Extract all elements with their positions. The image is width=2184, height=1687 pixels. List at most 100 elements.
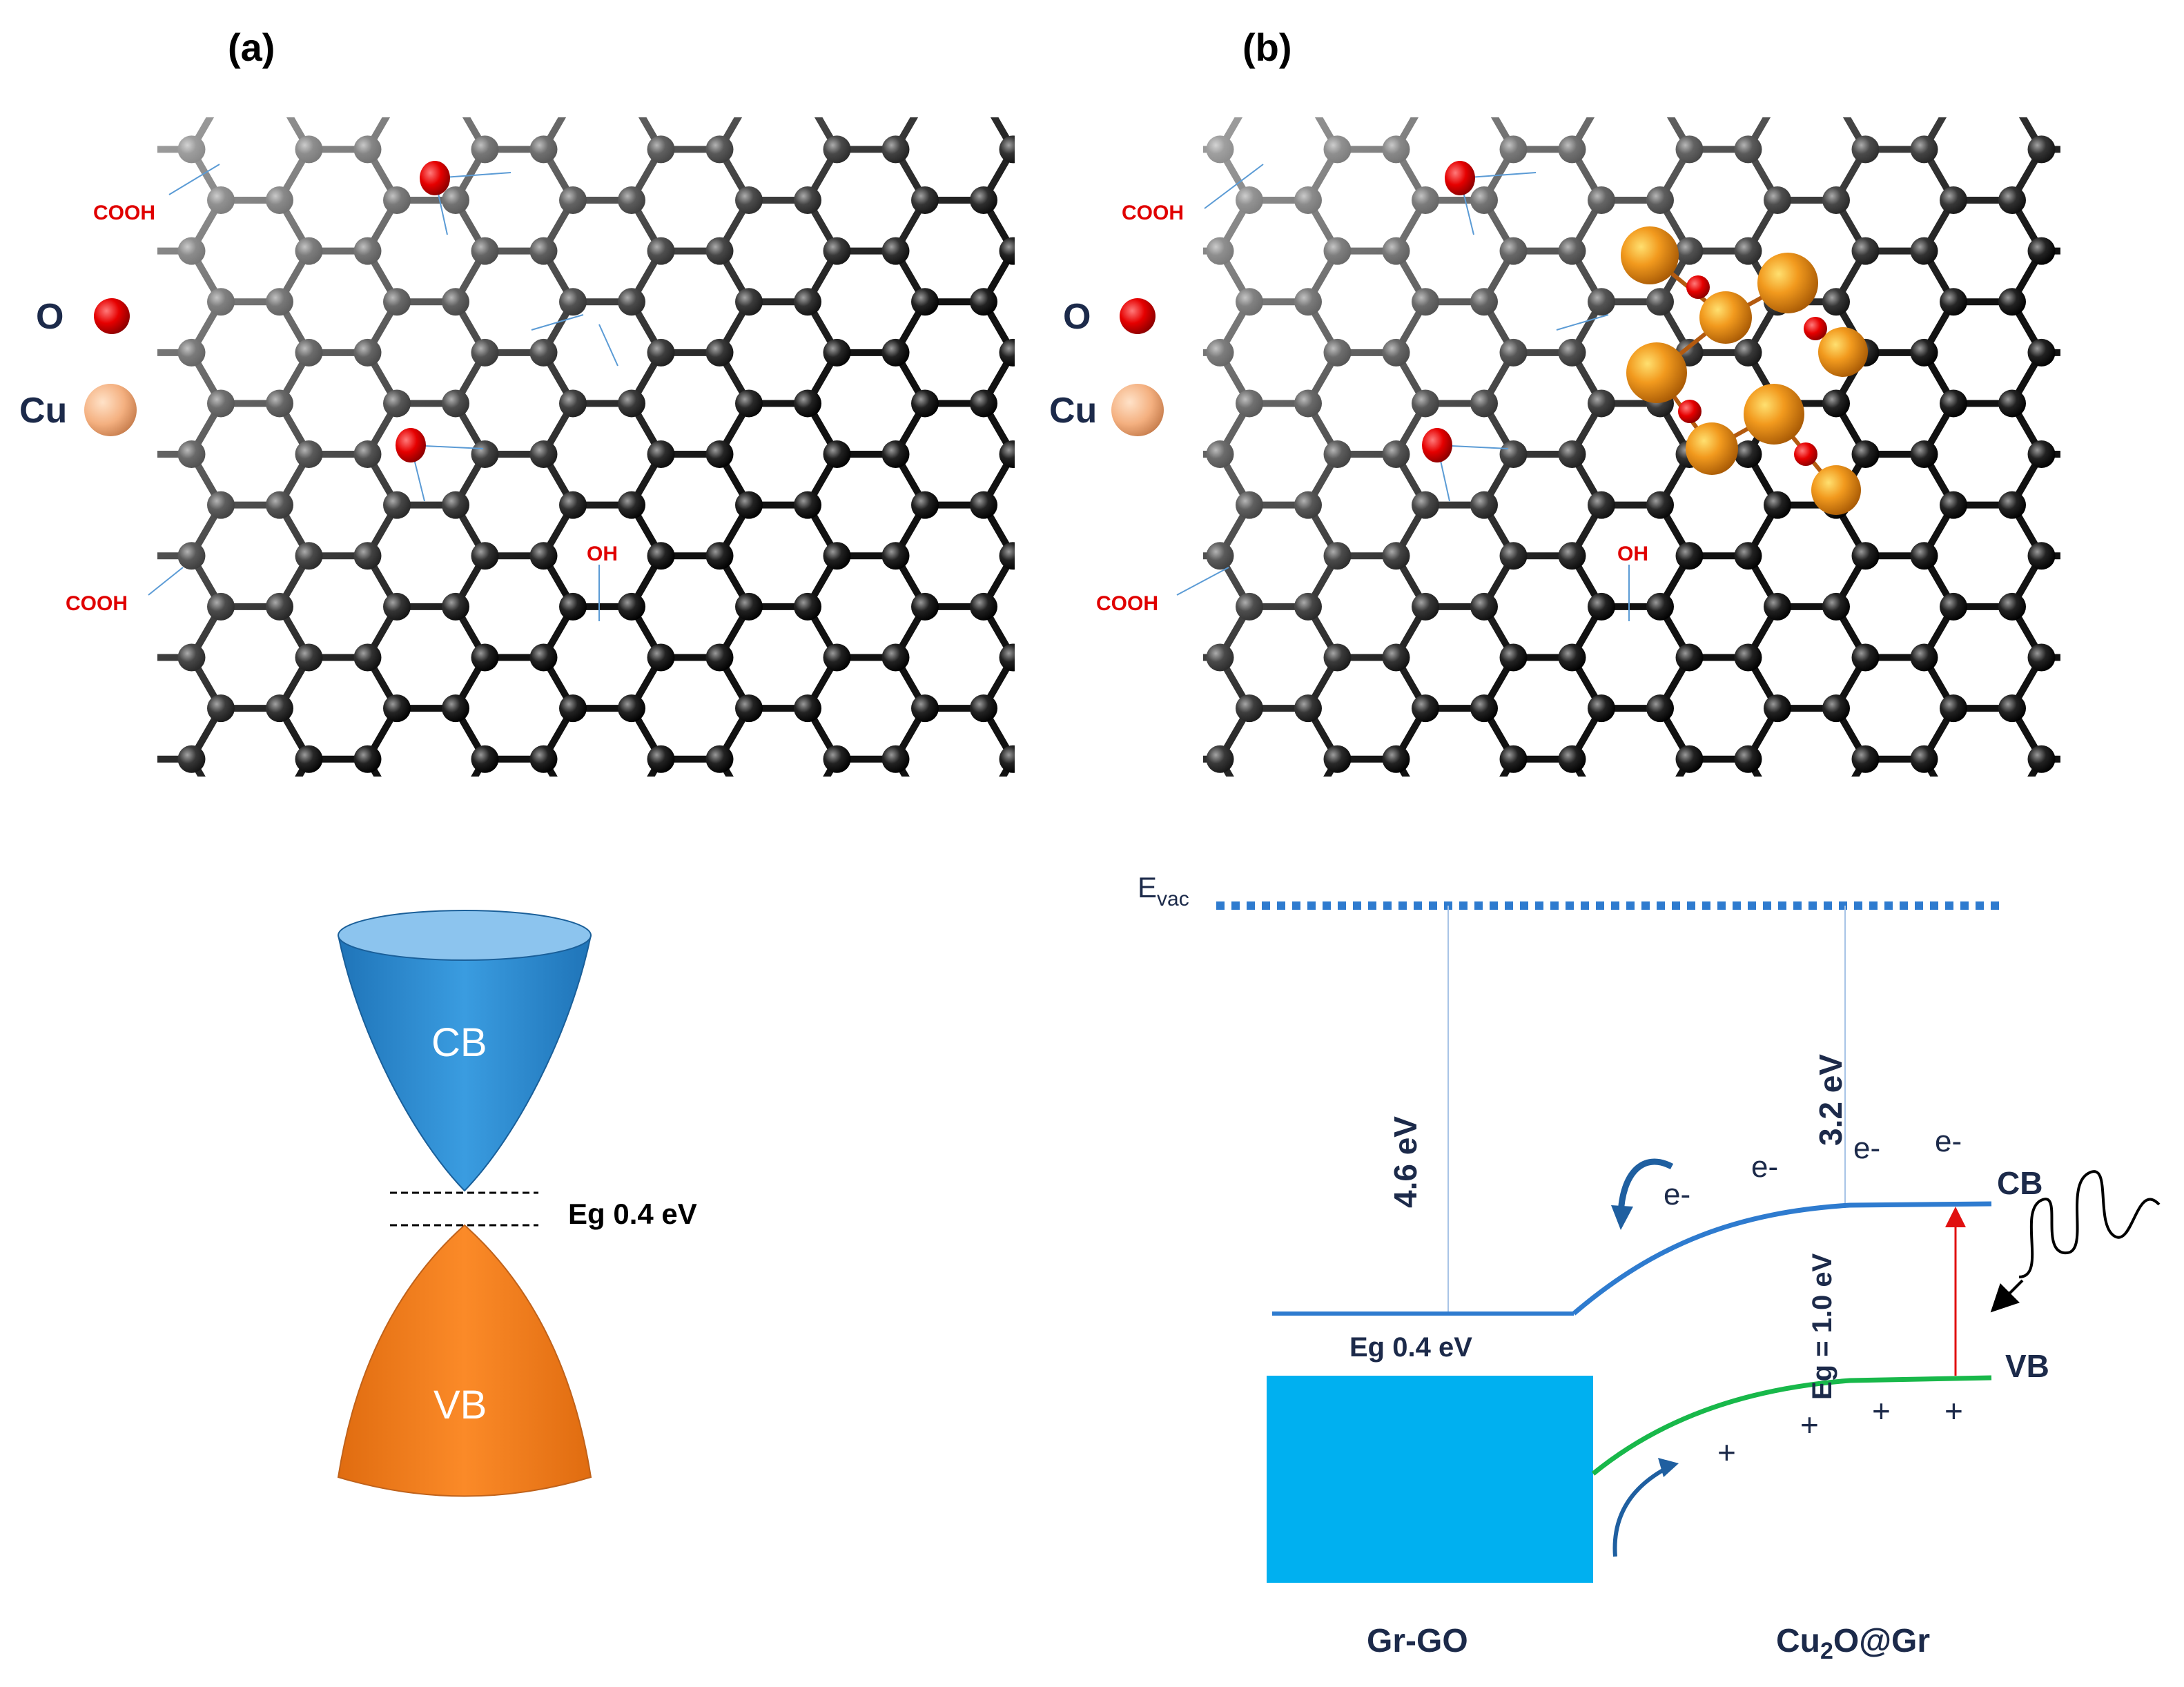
carbon-atom [119, 1050, 147, 1077]
carbon-atom [911, 1101, 939, 1129]
carbon-bond [1220, 1420, 1250, 1471]
carbon-atom [972, 1355, 1000, 1383]
carbon-atom [2174, 1202, 2184, 1230]
carbon-atom [471, 1559, 499, 1586]
carbon-bond [632, 810, 661, 861]
carbon-bond [2100, 556, 2130, 607]
carbon-atom [2143, 593, 2171, 621]
carbon-bond [1424, 48, 1454, 99]
carbon-atom [150, 847, 178, 875]
carbon-atom [31, 1101, 59, 1129]
carbon-bond [1132, 708, 1162, 759]
carbon-atom [618, 1101, 645, 1129]
carbon-bond [808, 962, 837, 1013]
carbon-atom [354, 1559, 382, 1586]
carbon-atom [1528, 948, 1555, 976]
carbon-atom [766, 1101, 794, 1129]
carbon-atom [1998, 898, 2026, 926]
carbon-atom [1118, 491, 1146, 519]
carbon-atom [1176, 339, 1203, 367]
carbon-bond [1160, 607, 1189, 658]
carbon-bond [896, 1013, 926, 1064]
carbon-atom [1383, 1050, 1410, 1077]
carbon-atom [90, 0, 117, 11]
carbon-bond [1336, 1013, 1365, 1064]
epoxy-oxygen-atom [396, 428, 426, 462]
carbon-bond [1044, 759, 1074, 810]
carbon-atom [31, 898, 59, 926]
carbon-atom [766, 999, 794, 1027]
carbon-atom [1148, 1050, 1176, 1077]
carbon-bond [1132, 251, 1162, 302]
carbon-bond [1924, 0, 1954, 48]
carbon-atom [238, 898, 266, 926]
carbon-bond [984, 1267, 1013, 1318]
carbon-atom [1263, 1202, 1291, 1230]
carbon-bond [896, 912, 926, 963]
carbon-bond [1864, 0, 1893, 48]
carbon-atom [532, 1101, 559, 1129]
carbon-atom [942, 1101, 970, 1129]
carbon-atom [618, 0, 645, 11]
carbon-atom [1762, 34, 1790, 61]
carbon-bond [0, 505, 17, 556]
carbon-atom [1263, 85, 1291, 113]
carbon-atom [1470, 1304, 1498, 1332]
carbon-bond [2012, 1115, 2042, 1166]
carbon-atom [31, 491, 59, 519]
carbon-atom [2, 339, 30, 367]
carbon-bond [692, 1115, 722, 1166]
carbon-atom [207, 85, 235, 113]
carbon-atom [1674, 796, 1702, 823]
carbon-atom [2, 644, 30, 672]
carbon-atom [1615, 85, 1643, 113]
carbon-atom [794, 85, 821, 113]
carbon-atom [2116, 1304, 2143, 1332]
carbon-atom [970, 796, 997, 823]
carbon-atom [1500, 1254, 1528, 1281]
carbon-bond [1572, 1166, 1602, 1217]
carbon-bond [1160, 353, 1189, 404]
carbon-atom [179, 898, 207, 926]
carbon-bond [280, 1216, 309, 1267]
carbon-atom [882, 1254, 910, 1281]
carbon-atom [119, 644, 147, 672]
carbon-atom [90, 1304, 117, 1332]
carbon-bond [1132, 505, 1162, 556]
carbon-bond [604, 912, 634, 963]
carbon-atom [1207, 847, 1234, 875]
carbon-bond [1044, 1166, 1074, 1217]
carbon-atom [1764, 1304, 1791, 1332]
carbon-atom [295, 34, 323, 61]
carbon-bond [1924, 1318, 1954, 1369]
carbon-bond [280, 1318, 309, 1369]
carbon-bond [192, 810, 222, 861]
carbon-bond [1512, 962, 1541, 1013]
carbon-bond [2100, 607, 2130, 658]
carbon-atom [1294, 85, 1322, 113]
carbon-atom [1588, 0, 1615, 11]
carbon-bond [252, 861, 282, 912]
carbon-bond [104, 1013, 133, 1064]
carbon-bond [1836, 1267, 1866, 1318]
carbon-bond [2128, 302, 2158, 353]
carbon-bond [16, 912, 46, 963]
carbon-atom [354, 34, 382, 61]
carbon-bond [2012, 1064, 2042, 1115]
carbon-atom [1586, 948, 1614, 976]
carbon-bond [604, 48, 634, 99]
carbon-atom [972, 1254, 1000, 1281]
carbon-bond [1072, 1267, 1102, 1318]
carbon-atom [2116, 389, 2143, 417]
carbon-bond [720, 0, 750, 48]
carbon-atom [266, 1304, 293, 1332]
carbon-bond [1132, 1420, 1162, 1471]
carbon-bond [808, 1267, 837, 1318]
carbon-bond [544, 1572, 574, 1623]
carbon-bond [868, 1216, 898, 1267]
carbon-bond [1132, 1013, 1162, 1064]
carbon-atom [2116, 999, 2143, 1027]
carbon-atom [383, 0, 411, 11]
carbon-atom [911, 1406, 939, 1434]
carbon-atom [2, 135, 30, 163]
